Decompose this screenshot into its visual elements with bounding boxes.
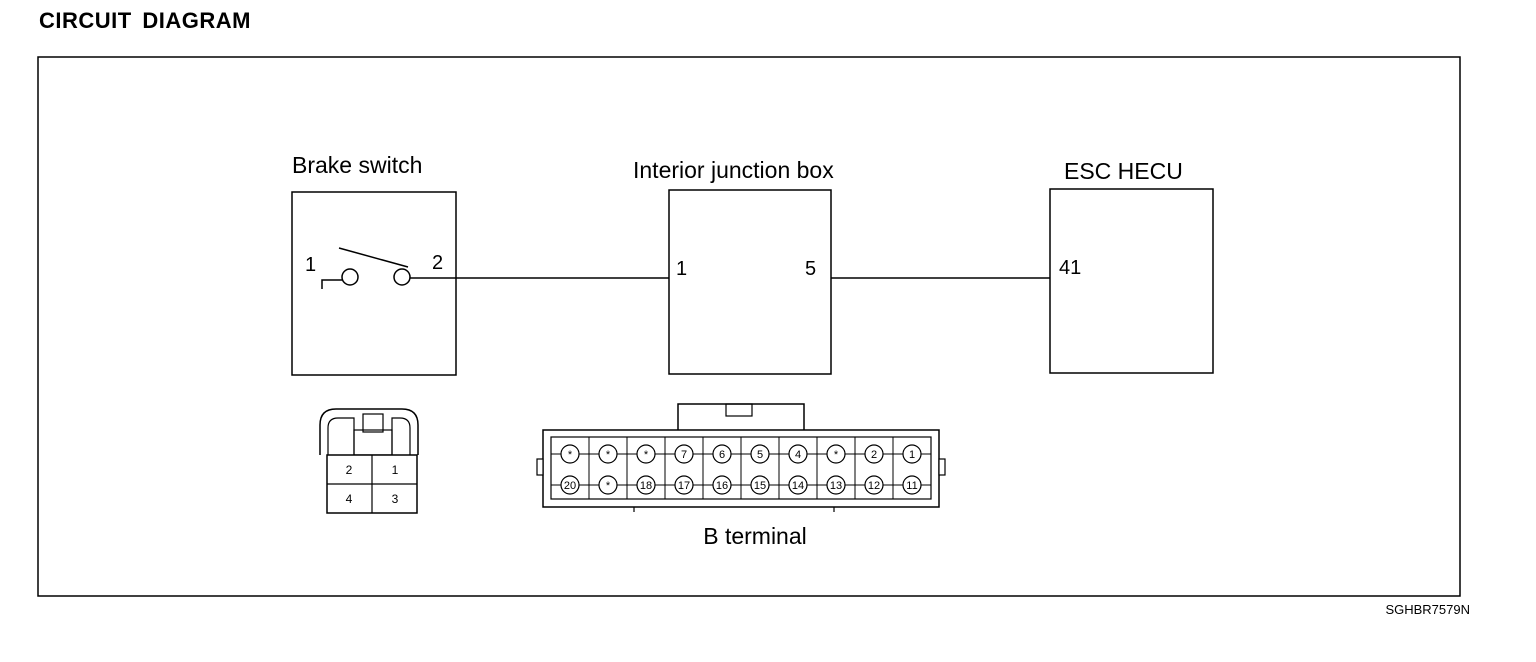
- esc-hecu-pin-41: 41: [1059, 257, 1081, 279]
- junction-box-box: [668, 189, 832, 375]
- terminal-pin-label: 13: [830, 480, 842, 492]
- connector-pin: 1: [392, 463, 399, 477]
- terminal-pin-label: *: [606, 480, 611, 492]
- terminal-pin: [826, 444, 846, 464]
- terminal-pin: [560, 475, 580, 495]
- terminal-pin-label: *: [568, 449, 573, 461]
- terminal-pin-label: *: [644, 449, 649, 461]
- terminal-pin: [712, 444, 732, 464]
- terminal-pin: [598, 475, 618, 495]
- switch-symbol-icon: [321, 247, 411, 289]
- terminal-pin: [902, 475, 922, 495]
- page-title: CIRCUIT DIAGRAM: [39, 8, 251, 33]
- connector-pin: 4: [346, 492, 353, 506]
- brake-switch-connector: 2 1 4 3: [319, 408, 419, 514]
- brake-switch-box: [291, 191, 457, 376]
- terminal-pin: [712, 475, 732, 495]
- diagram-frame: [37, 56, 1461, 597]
- esc-hecu-box: [1049, 188, 1214, 374]
- terminal-pin: [902, 444, 922, 464]
- terminal-pin: [864, 444, 884, 464]
- terminal-pin: [674, 475, 694, 495]
- terminal-pin: [560, 444, 580, 464]
- terminal-pin-label: 18: [640, 480, 652, 492]
- terminal-pin-label: 11: [906, 480, 917, 492]
- terminal-pin-label: 4: [795, 449, 801, 461]
- b-terminal-pin-grid: * * * 7 6 5 4 * 2 1 20 * 18 17 16 15 14 13 12 11: [551, 437, 931, 499]
- terminal-pin: [750, 475, 770, 495]
- b-terminal-connector: * * * 7 6 5 4 * 2 1 20 * 18 17 16 15 14 13 12 11 B terminal: [536, 403, 946, 549]
- terminal-pin-label: 5: [757, 449, 763, 461]
- terminal-pin-label: 15: [754, 480, 766, 492]
- esc-hecu: ESC HECU 41: [1049, 158, 1214, 374]
- terminal-pin-label: 16: [716, 480, 728, 492]
- junction-box-pin-1: 1: [676, 258, 687, 280]
- terminal-pin-label: 2: [871, 449, 877, 461]
- brake-switch-pin-2: 2: [432, 252, 443, 274]
- brake-switch: Brake switch 1 2: [291, 152, 457, 376]
- esc-hecu-label: ESC HECU: [1064, 158, 1183, 184]
- terminal-pin: [826, 475, 846, 495]
- terminal-pin-label: 12: [868, 480, 880, 492]
- terminal-pin: [674, 444, 694, 464]
- terminal-pin-label: 1: [909, 449, 915, 461]
- interior-junction-box: Interior junction box 1 5: [633, 157, 834, 375]
- terminal-pin: [598, 444, 618, 464]
- brake-switch-pin-1: 1: [305, 254, 316, 276]
- terminal-pin-label: 20: [564, 480, 576, 492]
- terminal-pin-label: 7: [681, 449, 687, 461]
- terminal-pin-label: 17: [678, 480, 690, 492]
- terminal-pin: [750, 444, 770, 464]
- brake-switch-label: Brake switch: [292, 152, 422, 178]
- terminal-pin-label: 14: [792, 480, 804, 492]
- connector-pin: 2: [346, 463, 353, 477]
- terminal-pin-label: *: [834, 449, 839, 461]
- terminal-pin: [788, 475, 808, 495]
- terminal-pin: [788, 444, 808, 464]
- terminal-pin: [636, 475, 656, 495]
- junction-box-label: Interior junction box: [633, 157, 834, 183]
- terminal-pin-label: 6: [719, 449, 725, 461]
- terminal-pin-label: *: [606, 449, 611, 461]
- b-terminal-label: B terminal: [703, 523, 807, 549]
- connector-pin: 3: [392, 492, 399, 506]
- junction-box-pin-5: 5: [805, 258, 816, 280]
- terminal-pin: [864, 475, 884, 495]
- drawing-code: SGHBR7579N: [1385, 602, 1470, 617]
- terminal-pin: [636, 444, 656, 464]
